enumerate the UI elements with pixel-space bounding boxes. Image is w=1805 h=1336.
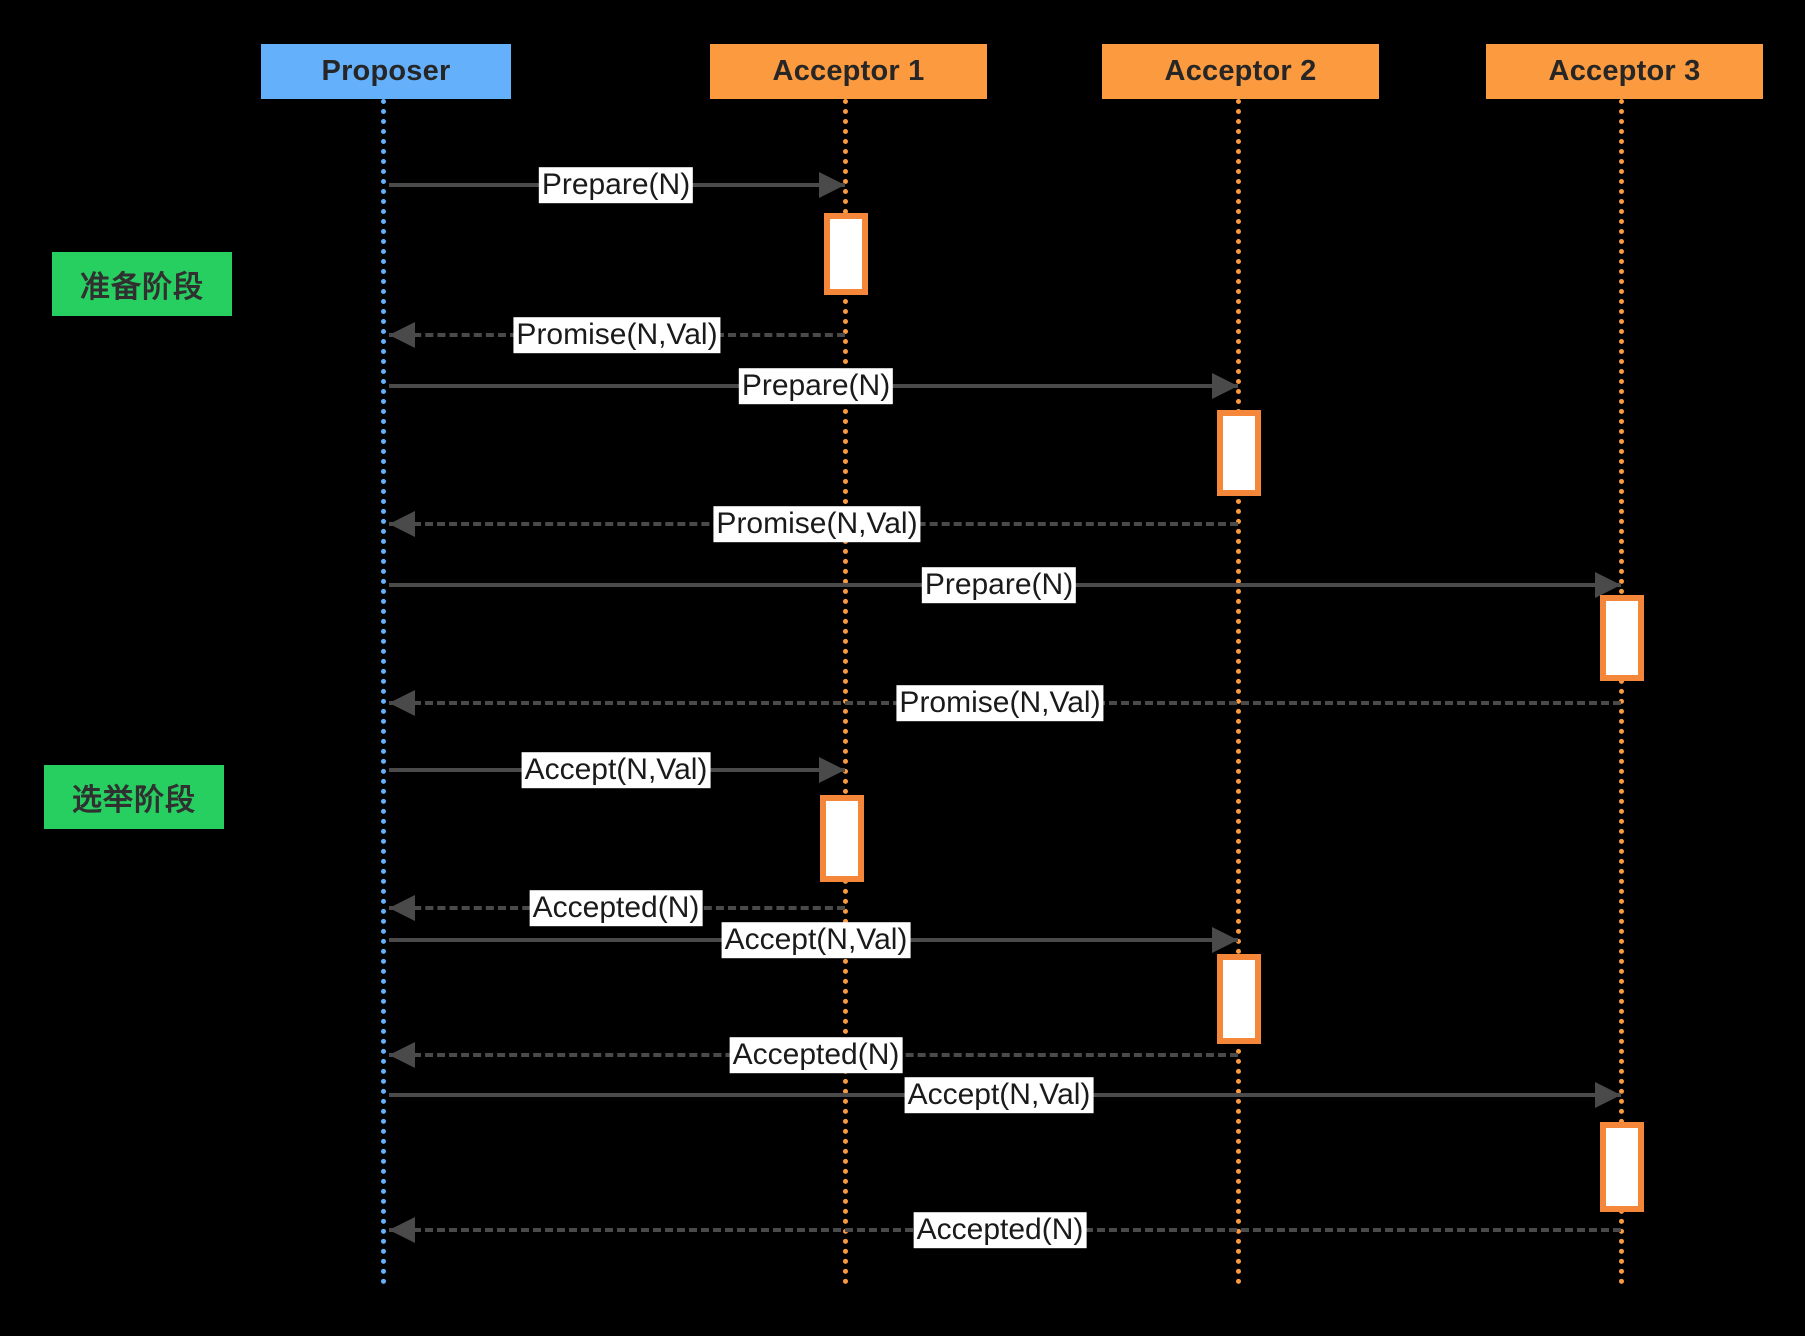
message-label-msg-promise-a2: Promise(N,Val) <box>713 506 921 542</box>
participant-proposer[interactable]: Proposer <box>261 44 511 99</box>
participant-acceptor1[interactable]: Acceptor 1 <box>710 44 987 99</box>
lifeline-acceptor2 <box>1236 99 1241 1285</box>
participant-label: Proposer <box>321 55 451 87</box>
participant-acceptor2[interactable]: Acceptor 2 <box>1102 44 1379 99</box>
activation-acceptor1-prepare <box>824 213 868 295</box>
activation-acceptor2-prepare <box>1217 410 1261 496</box>
arrowhead-right-icon <box>819 757 845 783</box>
participant-label: Acceptor 1 <box>772 55 925 87</box>
message-label-msg-prepare-a1: Prepare(N) <box>538 167 694 203</box>
message-label-msg-promise-a1: Promise(N,Val) <box>513 317 721 353</box>
message-label-msg-promise-a3: Promise(N,Val) <box>896 685 1104 721</box>
arrowhead-right-icon <box>1595 1082 1621 1108</box>
phase-label-election-phase: 选举阶段 <box>44 765 224 829</box>
message-label-msg-accept-a2: Accept(N,Val) <box>721 922 911 958</box>
message-label-msg-accepted-a1: Accepted(N) <box>529 890 703 926</box>
message-label-msg-prepare-a3: Prepare(N) <box>921 567 1077 603</box>
phase-label-prepare-phase: 准备阶段 <box>52 252 232 316</box>
lifeline-acceptor3 <box>1619 99 1624 1285</box>
message-label-msg-accepted-a3: Accepted(N) <box>913 1212 1087 1248</box>
arrowhead-left-icon <box>389 1217 415 1243</box>
phase-label-text: 准备阶段 <box>80 271 204 304</box>
arrowhead-right-icon <box>1595 572 1621 598</box>
message-label-msg-prepare-a2: Prepare(N) <box>738 368 894 404</box>
activation-acceptor3-accept <box>1600 1122 1644 1212</box>
participant-label: Acceptor 2 <box>1164 55 1317 87</box>
message-label-msg-accept-a1: Accept(N,Val) <box>521 752 711 788</box>
arrowhead-left-icon <box>389 690 415 716</box>
phase-label-text: 选举阶段 <box>72 784 196 817</box>
participant-label: Acceptor 3 <box>1548 55 1701 87</box>
arrowhead-left-icon <box>389 511 415 537</box>
arrowhead-right-icon <box>1212 927 1238 953</box>
lifeline-acceptor1 <box>843 99 848 1285</box>
message-label-msg-accept-a3: Accept(N,Val) <box>904 1077 1094 1113</box>
lifeline-proposer <box>381 99 386 1285</box>
participant-acceptor3[interactable]: Acceptor 3 <box>1486 44 1763 99</box>
arrowhead-left-icon <box>389 1042 415 1068</box>
arrowhead-right-icon <box>819 172 845 198</box>
arrowhead-left-icon <box>389 895 415 921</box>
arrowhead-left-icon <box>389 322 415 348</box>
activation-acceptor2-accept <box>1217 954 1261 1044</box>
message-label-msg-accepted-a2: Accepted(N) <box>729 1037 903 1073</box>
activation-acceptor3-prepare <box>1600 595 1644 681</box>
activation-acceptor1-accept <box>820 795 864 882</box>
arrowhead-right-icon <box>1212 373 1238 399</box>
